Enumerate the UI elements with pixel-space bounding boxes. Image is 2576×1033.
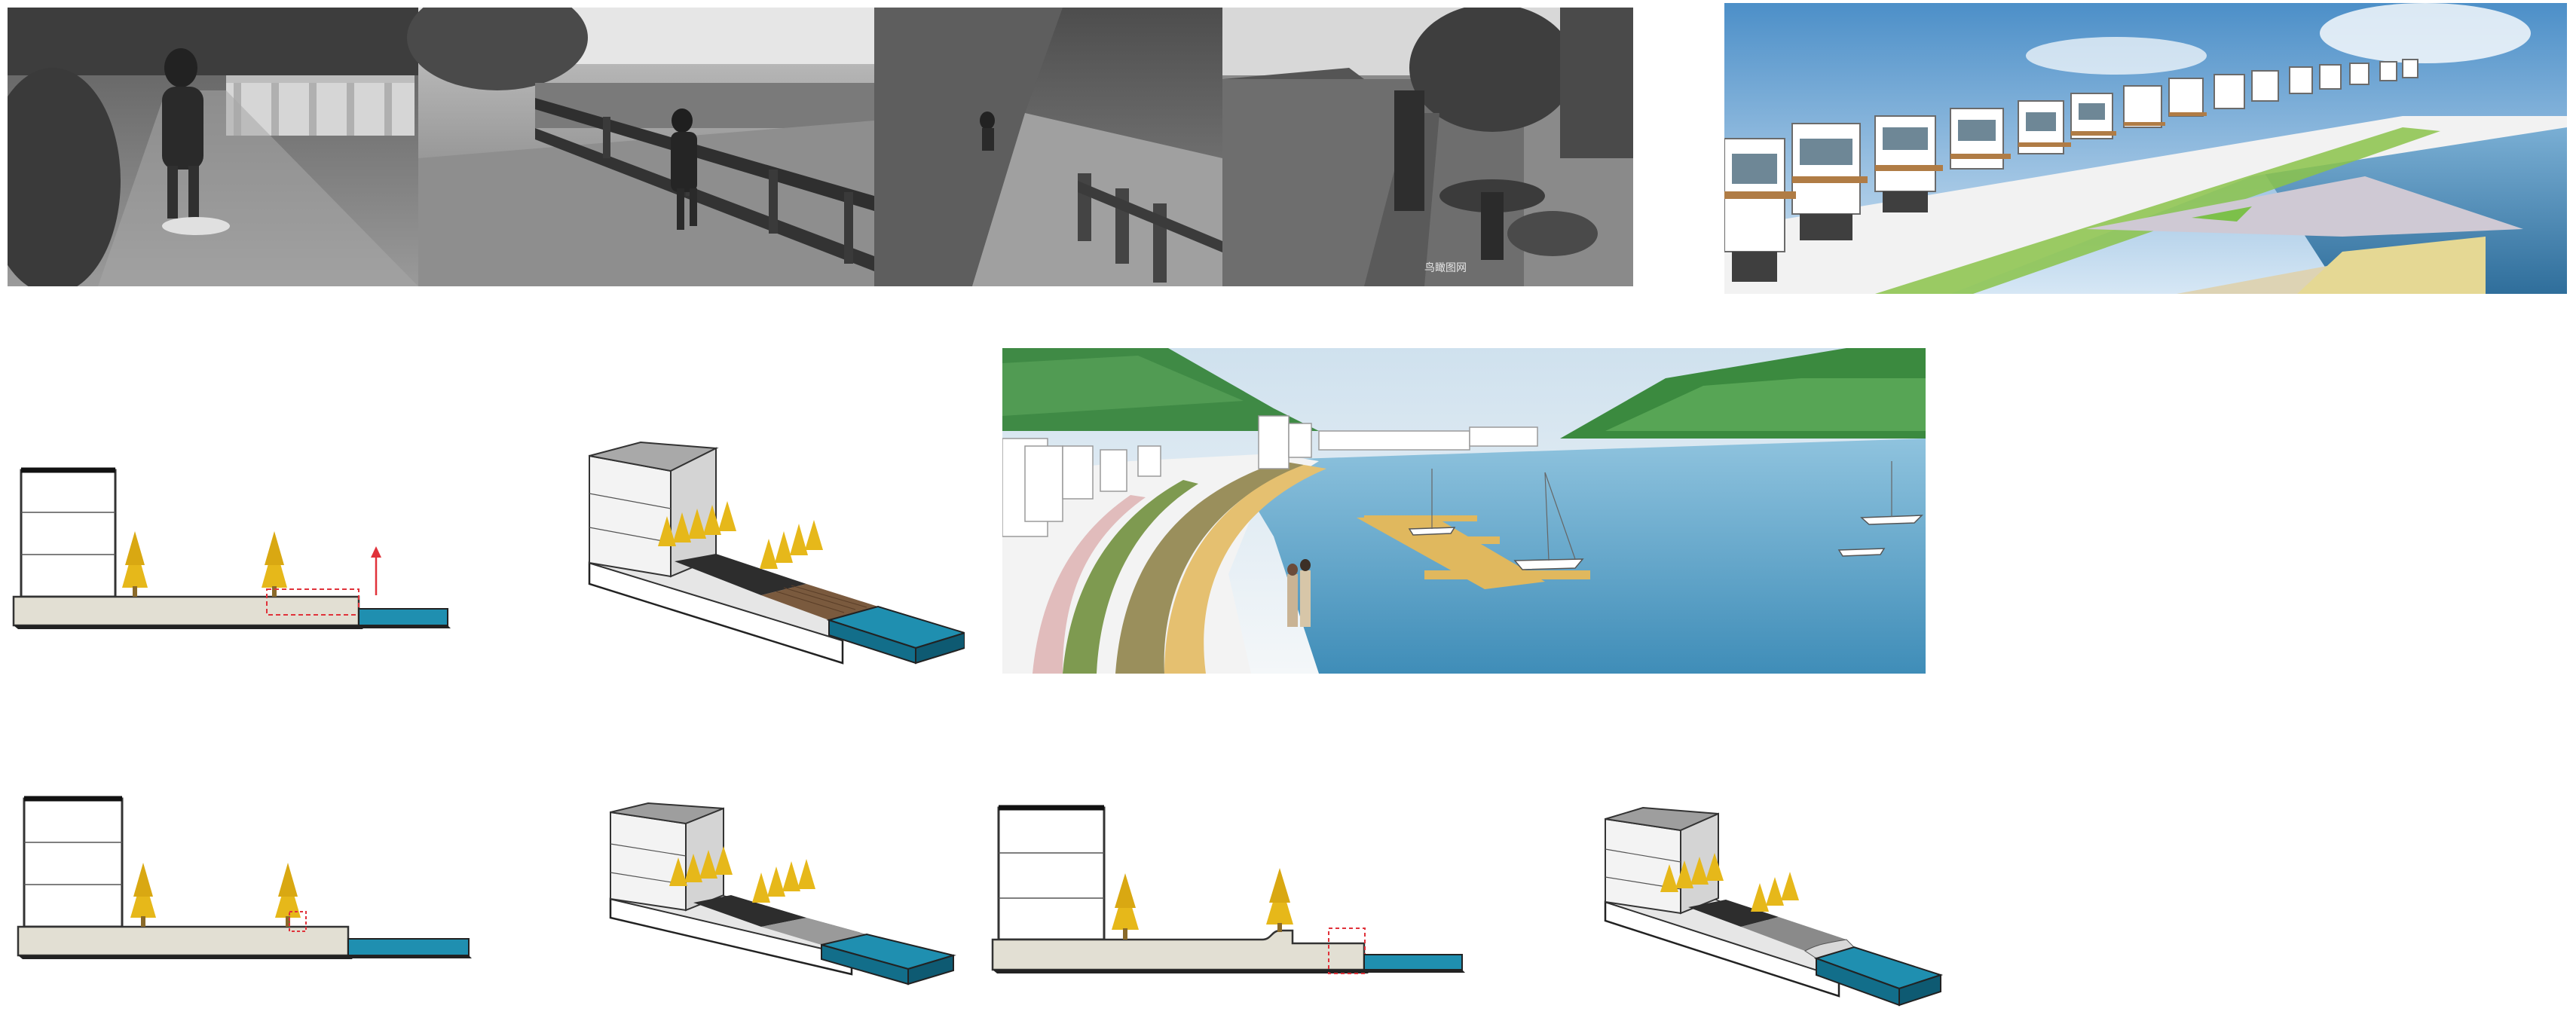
tree-icon <box>122 531 148 597</box>
marina-promenade-render <box>1002 348 1926 674</box>
tree-icon <box>275 863 301 927</box>
pedestrians <box>1287 559 1311 627</box>
section-elevation-raised-deck <box>11 460 455 633</box>
section-axonometric-low-edge <box>603 797 957 986</box>
tree-icon <box>1266 868 1293 932</box>
photo-flooded-railing <box>407 8 874 286</box>
photo-flooded-walkway <box>8 8 418 286</box>
tree-icon <box>1112 873 1139 940</box>
section-axonometric-raised-deck <box>580 433 965 674</box>
flood-photo-strip: 鸟瞰图网 <box>8 8 1633 286</box>
villa-waterfront-render <box>1724 3 2567 294</box>
tree-icon <box>130 863 156 927</box>
section-elevation-low-edge <box>17 791 476 964</box>
section-axonometric-curb-edge <box>1598 800 1944 1011</box>
section-elevation-curb-edge <box>991 800 1473 981</box>
photo-strip: 鸟瞰图网 <box>8 8 1633 286</box>
raise-arrow-icon <box>371 546 381 595</box>
photo-watermark: 鸟瞰图网 <box>1424 262 1467 274</box>
photo-embankment-slope <box>874 8 1222 286</box>
photo-riverside-cafe: 鸟瞰图网 <box>1222 8 1633 286</box>
tree-icon <box>262 531 287 597</box>
villa-row <box>1724 59 2418 282</box>
